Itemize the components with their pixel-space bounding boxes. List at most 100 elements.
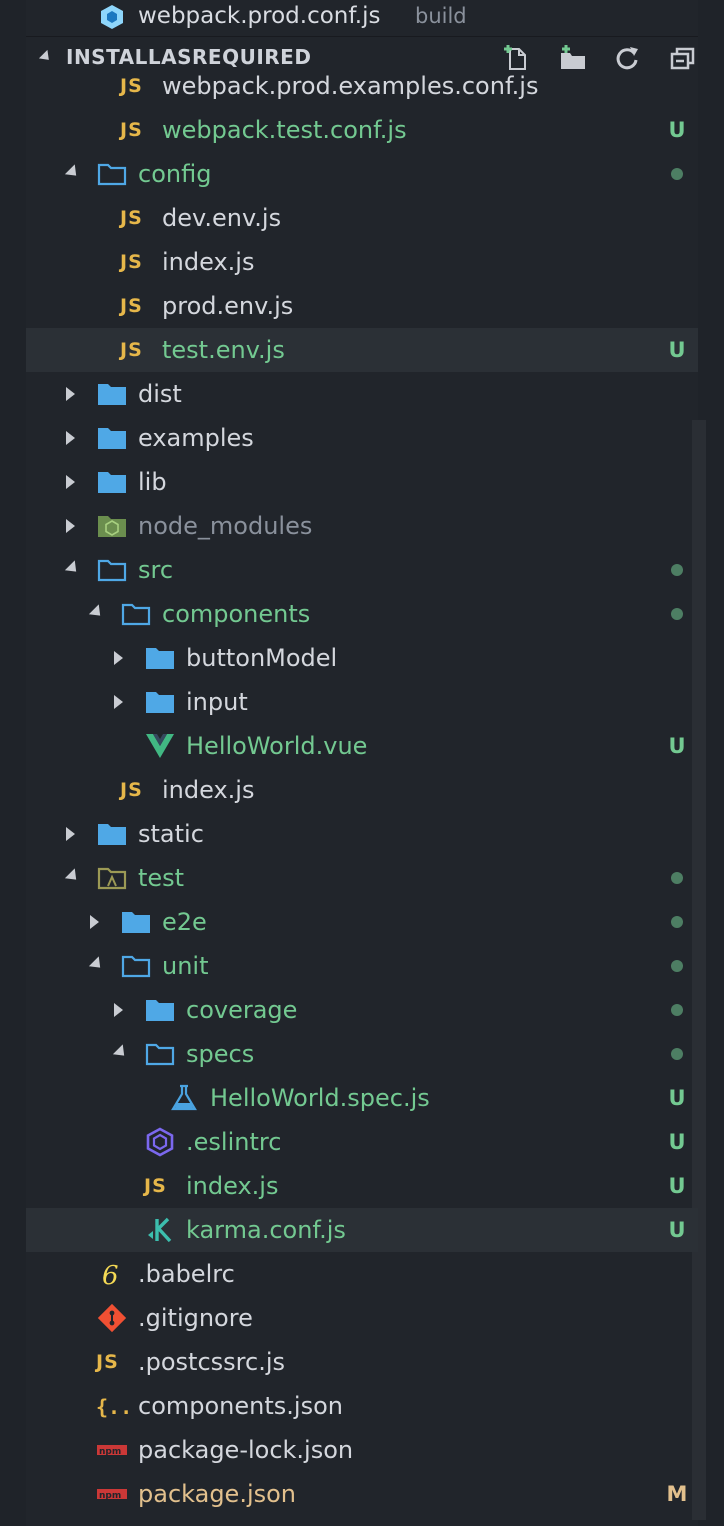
tree-item-folder[interactable]: src — [26, 548, 698, 592]
tree-item-folder[interactable]: dist — [26, 372, 698, 416]
tree-item-label: src — [138, 556, 174, 584]
tree-item-file[interactable]: JS index.js U — [26, 1164, 698, 1208]
tree-item-label: e2e — [162, 908, 207, 936]
tree-item-file[interactable]: HelloWorld.spec.js U — [26, 1076, 698, 1120]
tree-item-file[interactable]: karma.conf.js U — [26, 1208, 698, 1252]
chevron-right-icon[interactable] — [114, 695, 123, 709]
tree-item-folder[interactable]: e2e — [26, 900, 698, 944]
chevron-right-icon[interactable] — [66, 519, 75, 533]
tree-item-folder[interactable]: node_modules — [26, 504, 698, 548]
tree-item-folder[interactable]: components — [26, 592, 698, 636]
chevron-right-icon[interactable] — [66, 475, 75, 489]
refresh-icon[interactable] — [612, 43, 642, 73]
tree-item-file[interactable]: {..} components.json — [26, 1384, 698, 1428]
tree-item-label: .eslintrc — [186, 1128, 282, 1156]
folder-open-icon — [120, 599, 152, 629]
tree-item-label: unit — [162, 952, 209, 980]
folder-open-icon — [144, 1039, 176, 1069]
folder-icon — [96, 467, 128, 497]
folder-open-icon — [96, 159, 128, 189]
node-folder-icon — [96, 511, 128, 541]
git-status-dot — [671, 564, 683, 576]
js-icon: JS — [120, 119, 143, 141]
tree-item-label: test — [138, 864, 185, 892]
chevron-down-icon[interactable] — [88, 956, 106, 973]
tree-item-folder[interactable]: buttonModel — [26, 636, 698, 680]
tree-item-label: HelloWorld.vue — [186, 732, 368, 760]
webpack-icon — [98, 3, 126, 35]
npm-icon: npm — [96, 1435, 128, 1465]
tree-item-label: components — [162, 600, 311, 628]
tree-item-label: components.json — [138, 1392, 343, 1420]
tree-item-label: input — [186, 688, 248, 716]
tree-item-folder[interactable]: unit — [26, 944, 698, 988]
tree-item-folder[interactable]: static — [26, 812, 698, 856]
git-status-dot — [671, 916, 683, 928]
folder-icon — [144, 995, 176, 1025]
tree-item-folder[interactable]: lib — [26, 460, 698, 504]
collapse-all-icon[interactable] — [668, 43, 698, 73]
tree-item-folder[interactable]: coverage — [26, 988, 698, 1032]
tree-item-file[interactable]: HelloWorld.vue U — [26, 724, 698, 768]
tree-item-folder[interactable]: test — [26, 856, 698, 900]
git-status-badge: U — [668, 1086, 686, 1110]
tree-item-folder[interactable]: examples — [26, 416, 698, 460]
tree-item-label: .postcssrc.js — [138, 1348, 285, 1376]
chevron-right-icon[interactable] — [66, 387, 75, 401]
explorer-section-header[interactable]: INSTALLASREQUIRED — [26, 36, 698, 79]
git-status-badge: U — [668, 118, 686, 142]
tree-item-label: index.js — [186, 1172, 279, 1200]
git-status-dot — [671, 608, 683, 620]
chevron-down-icon[interactable] — [64, 868, 82, 885]
tree-item-top-file[interactable]: webpack.prod.conf.js build — [26, 0, 698, 34]
chevron-right-icon[interactable] — [114, 651, 123, 665]
chevron-right-icon[interactable] — [90, 915, 99, 929]
tree-item-folder[interactable]: specs — [26, 1032, 698, 1076]
chevron-right-icon[interactable] — [114, 1003, 123, 1017]
file-description: build — [415, 4, 467, 28]
new-file-icon[interactable] — [502, 43, 532, 73]
folder-icon — [96, 423, 128, 453]
chevron-down-icon[interactable] — [88, 604, 106, 621]
test-folder-icon — [96, 863, 128, 893]
tree-item-label: HelloWorld.spec.js — [210, 1084, 430, 1112]
chevron-down-icon[interactable] — [112, 1044, 130, 1061]
js-icon: JS — [120, 207, 143, 229]
tree-item-file[interactable]: .eslintrc U — [26, 1120, 698, 1164]
tree-item-label: lib — [138, 468, 167, 496]
chevron-down-icon[interactable] — [64, 560, 82, 577]
js-icon: JS — [144, 1175, 167, 1197]
tree-item-file[interactable]: 6.babelrc — [26, 1252, 698, 1296]
js-icon: JS — [120, 779, 143, 801]
new-folder-icon[interactable] — [558, 43, 588, 73]
tree-item-label: .babelrc — [138, 1260, 235, 1288]
tree-item-label: package.json — [138, 1480, 297, 1508]
tree-item-folder[interactable]: config — [26, 152, 698, 196]
chevron-right-icon[interactable] — [66, 827, 75, 841]
tree-item-label: karma.conf.js — [186, 1216, 346, 1244]
chevron-down-icon[interactable] — [64, 164, 82, 181]
git-status-badge: U — [668, 1174, 686, 1198]
svg-text:npm: npm — [99, 1491, 121, 1501]
git-icon — [96, 1303, 128, 1333]
git-status-badge: U — [668, 1218, 686, 1242]
tree-item-folder[interactable]: input — [26, 680, 698, 724]
tree-item-file[interactable]: .gitignore — [26, 1296, 698, 1340]
git-status-dot — [671, 872, 683, 884]
svg-text:{..}: {..} — [96, 1395, 128, 1419]
tree-item-label: index.js — [162, 248, 255, 276]
tree-item-file[interactable]: JS.postcssrc.js — [26, 1340, 698, 1384]
npm-icon: npm — [96, 1479, 128, 1509]
git-status-badge: U — [668, 1130, 686, 1154]
chevron-right-icon[interactable] — [66, 431, 75, 445]
git-status-badge: U — [668, 734, 686, 758]
